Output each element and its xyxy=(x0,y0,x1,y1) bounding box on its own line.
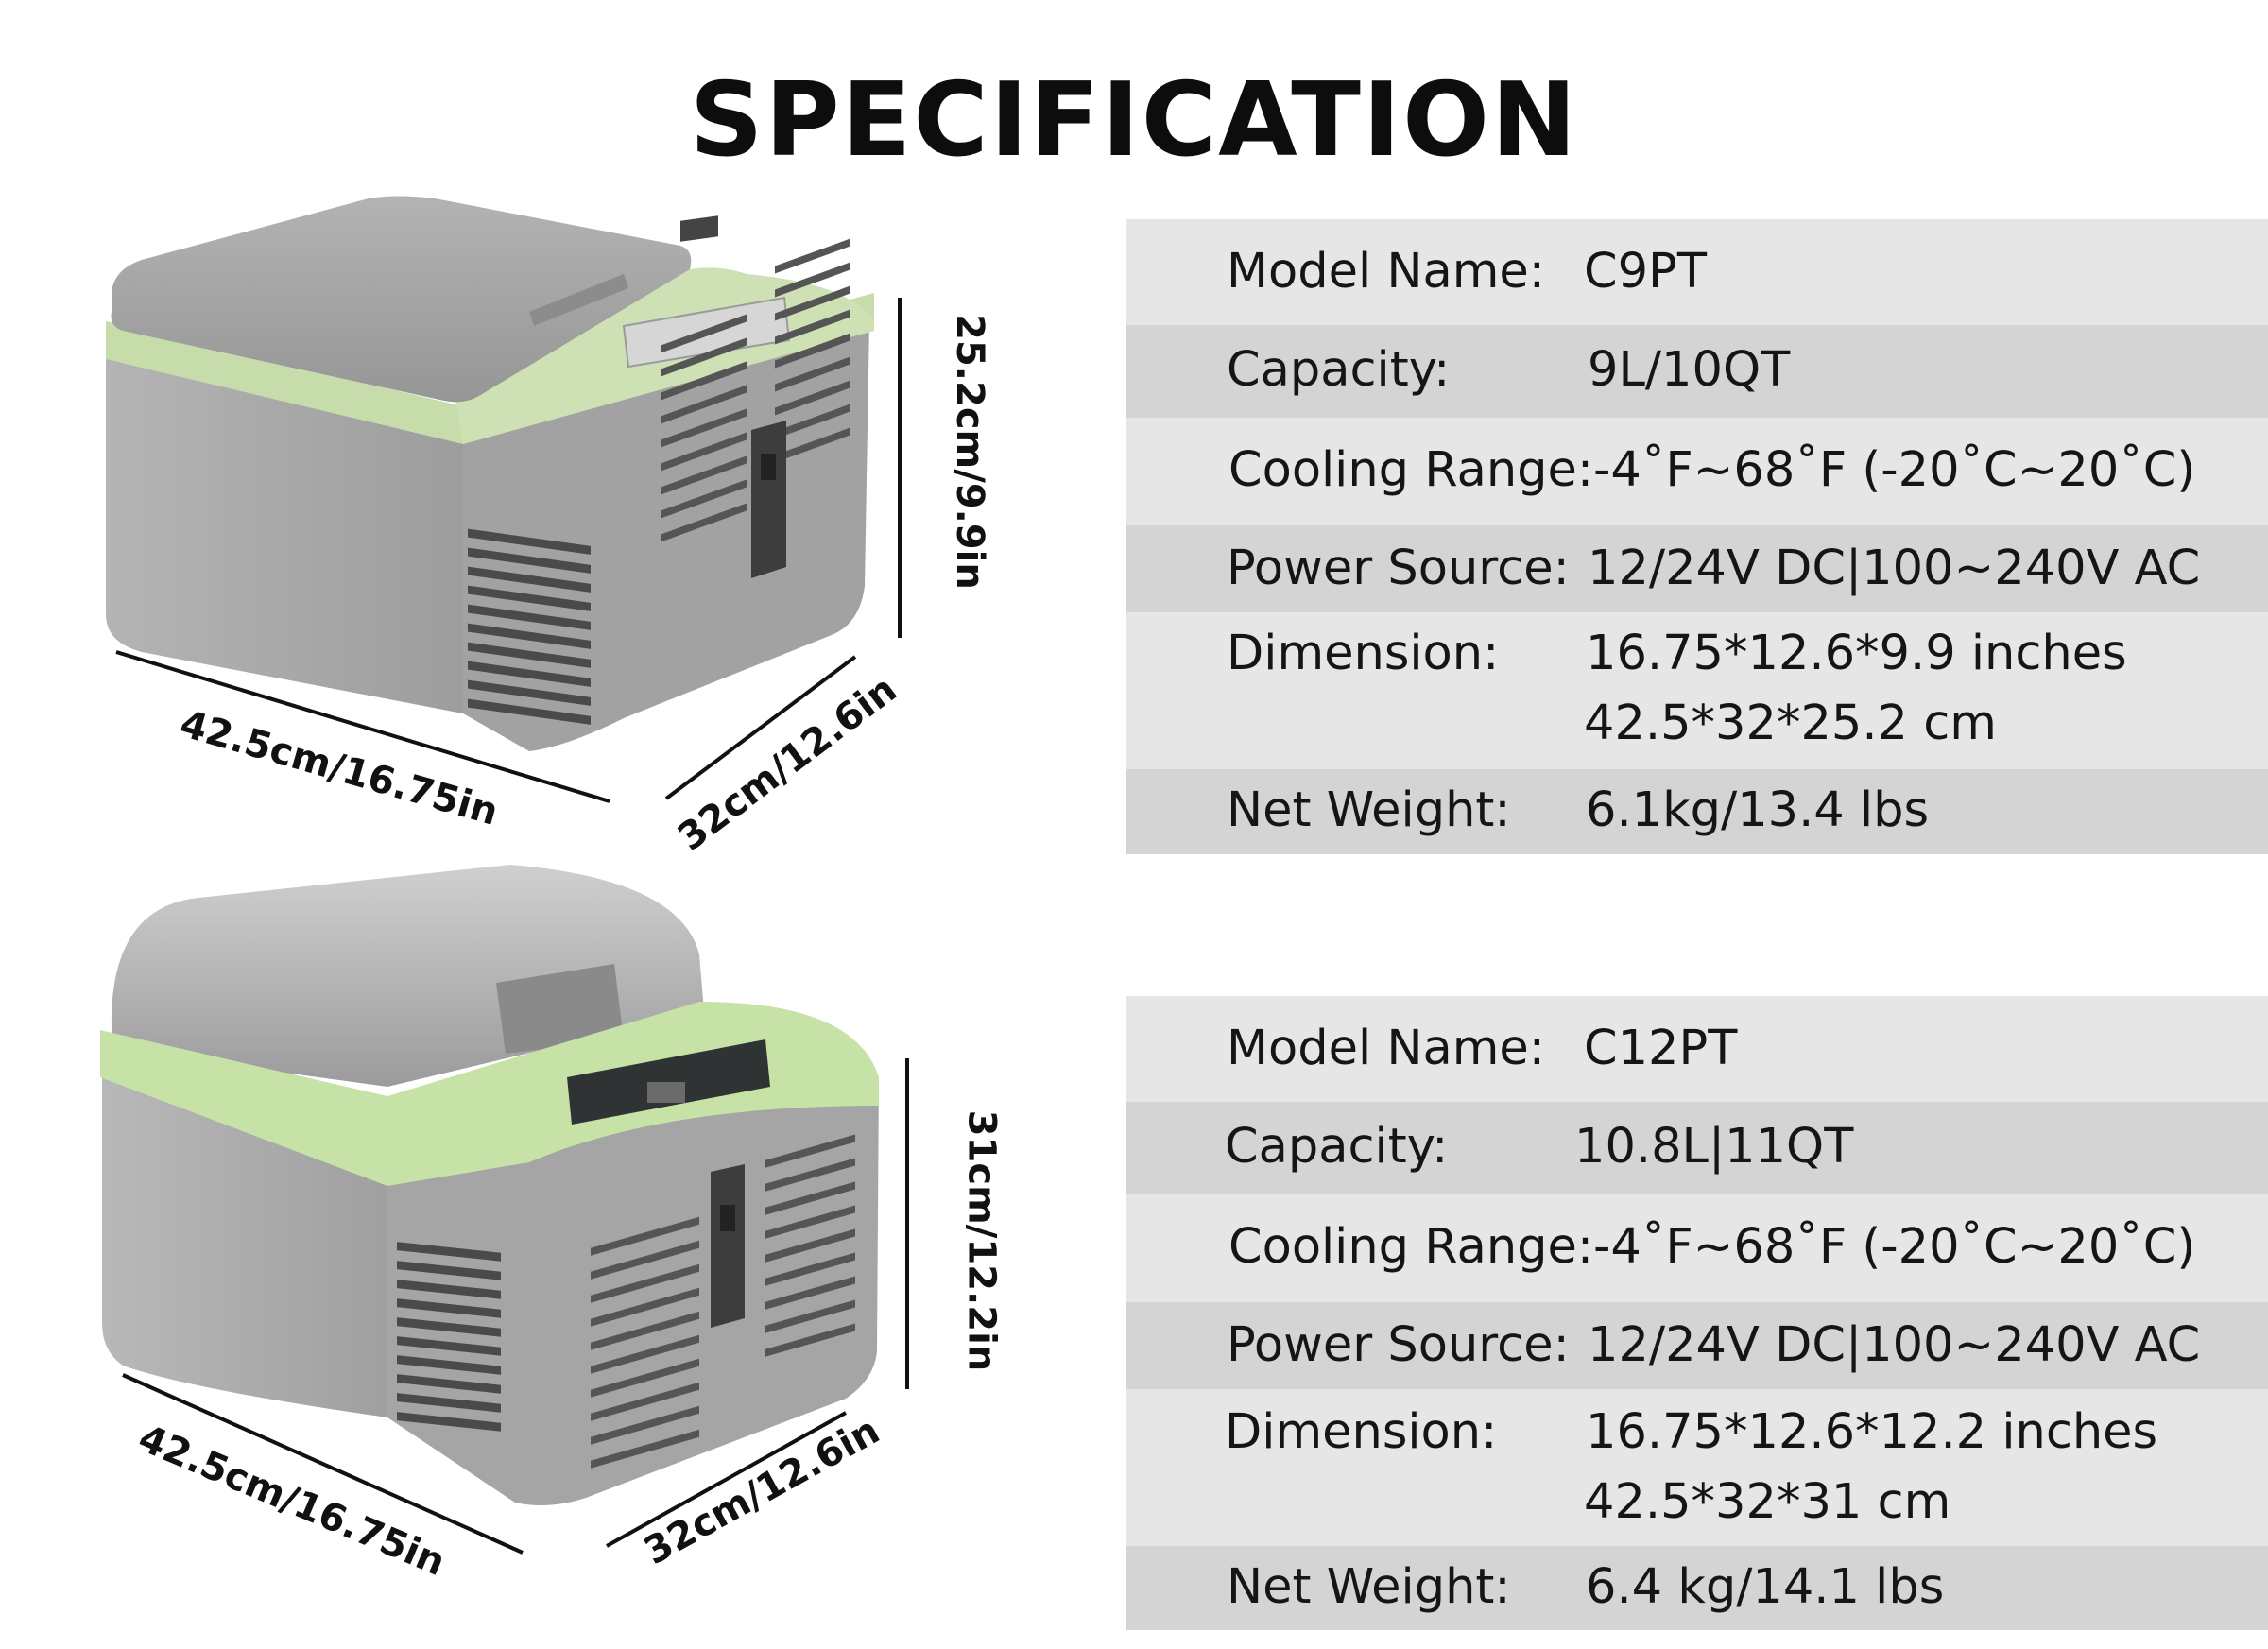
spec-label: Model Name: xyxy=(1227,1021,1545,1076)
spec-label: Capacity: xyxy=(1227,342,1451,398)
spec-value: 9L/10QT xyxy=(1588,342,1791,398)
spec-value: C9PT xyxy=(1584,244,1707,300)
spec-row-model-name: Model Name: C9PT xyxy=(1126,219,2268,325)
spec-row-capacity: Capacity: 10.8L|11QT xyxy=(1126,1102,2268,1194)
spec-value: 16.75*12.6*9.9 inches xyxy=(1586,626,2127,681)
spec-value: 12/24V DC|100~240V AC xyxy=(1588,541,2201,596)
spec-row-dimension: Dimension: 16.75*12.6*12.2 inches 42.5*3… xyxy=(1126,1389,2268,1546)
c9pt-spec-table: Model Name: C9PT Capacity: 9L/10QT Cooli… xyxy=(1126,219,2268,854)
spec-value: -4˚F~68˚F (-20˚C~20˚C) xyxy=(1593,442,2196,498)
spec-label: Model Name: xyxy=(1227,244,1545,300)
spec-label: Net Weight: xyxy=(1227,782,1511,838)
spec-label: Power Source: xyxy=(1227,541,1570,596)
spec-value-secondary: 42.5*32*25.2 cm xyxy=(1584,696,1997,751)
spec-value: 16.75*12.6*12.2 inches xyxy=(1586,1404,2158,1460)
c12pt-height-label: 31cm/12.2in xyxy=(959,1109,1004,1372)
spec-row-model-name: Model Name: C12PT xyxy=(1126,996,2268,1102)
spec-value: 6.1kg/13.4 lbs xyxy=(1586,782,1930,838)
spec-label: Dimension: xyxy=(1225,1404,1498,1460)
c12pt-fridge-image xyxy=(100,865,909,1555)
c12pt-spec-table: Model Name: C12PT Capacity: 10.8L|11QT C… xyxy=(1126,996,2268,1630)
spec-row-power-source: Power Source: 12/24V DC|100~240V AC xyxy=(1126,1302,2268,1389)
spec-label: Net Weight: xyxy=(1227,1559,1511,1615)
spec-label: Cooling Range: xyxy=(1228,442,1594,498)
spec-value-secondary: 42.5*32*31 cm xyxy=(1584,1474,1951,1530)
spec-row-dimension: Dimension: 16.75*12.6*9.9 inches 42.5*32… xyxy=(1126,612,2268,769)
spec-value: -4˚F~68˚F (-20˚C~20˚C) xyxy=(1593,1219,2196,1275)
spec-label: Power Source: xyxy=(1227,1317,1570,1373)
spec-row-net-weight: Net Weight: 6.4 kg/14.1 lbs xyxy=(1126,1546,2268,1630)
spec-row-net-weight: Net Weight: 6.1kg/13.4 lbs xyxy=(1126,769,2268,854)
spec-value: 12/24V DC|100~240V AC xyxy=(1588,1317,2201,1373)
spec-label: Capacity: xyxy=(1225,1119,1449,1175)
c9pt-height-label: 25.2cm/9.9in xyxy=(947,314,991,590)
spec-value: 6.4 kg/14.1 lbs xyxy=(1586,1559,1945,1615)
spec-row-cooling-range: Cooling Range: -4˚F~68˚F (-20˚C~20˚C) xyxy=(1126,1194,2268,1302)
spec-value: 10.8L|11QT xyxy=(1574,1119,1854,1175)
page-title: SPECIFICATION xyxy=(689,61,1579,180)
spec-row-capacity: Capacity: 9L/10QT xyxy=(1126,325,2268,418)
spec-row-power-source: Power Source: 12/24V DC|100~240V AC xyxy=(1126,525,2268,612)
spec-value: C12PT xyxy=(1584,1021,1738,1076)
spec-label: Cooling Range: xyxy=(1228,1219,1594,1275)
spec-row-cooling-range: Cooling Range: -4˚F~68˚F (-20˚C~20˚C) xyxy=(1126,418,2268,525)
c9pt-fridge-image xyxy=(106,196,902,803)
spec-label: Dimension: xyxy=(1227,626,1500,681)
